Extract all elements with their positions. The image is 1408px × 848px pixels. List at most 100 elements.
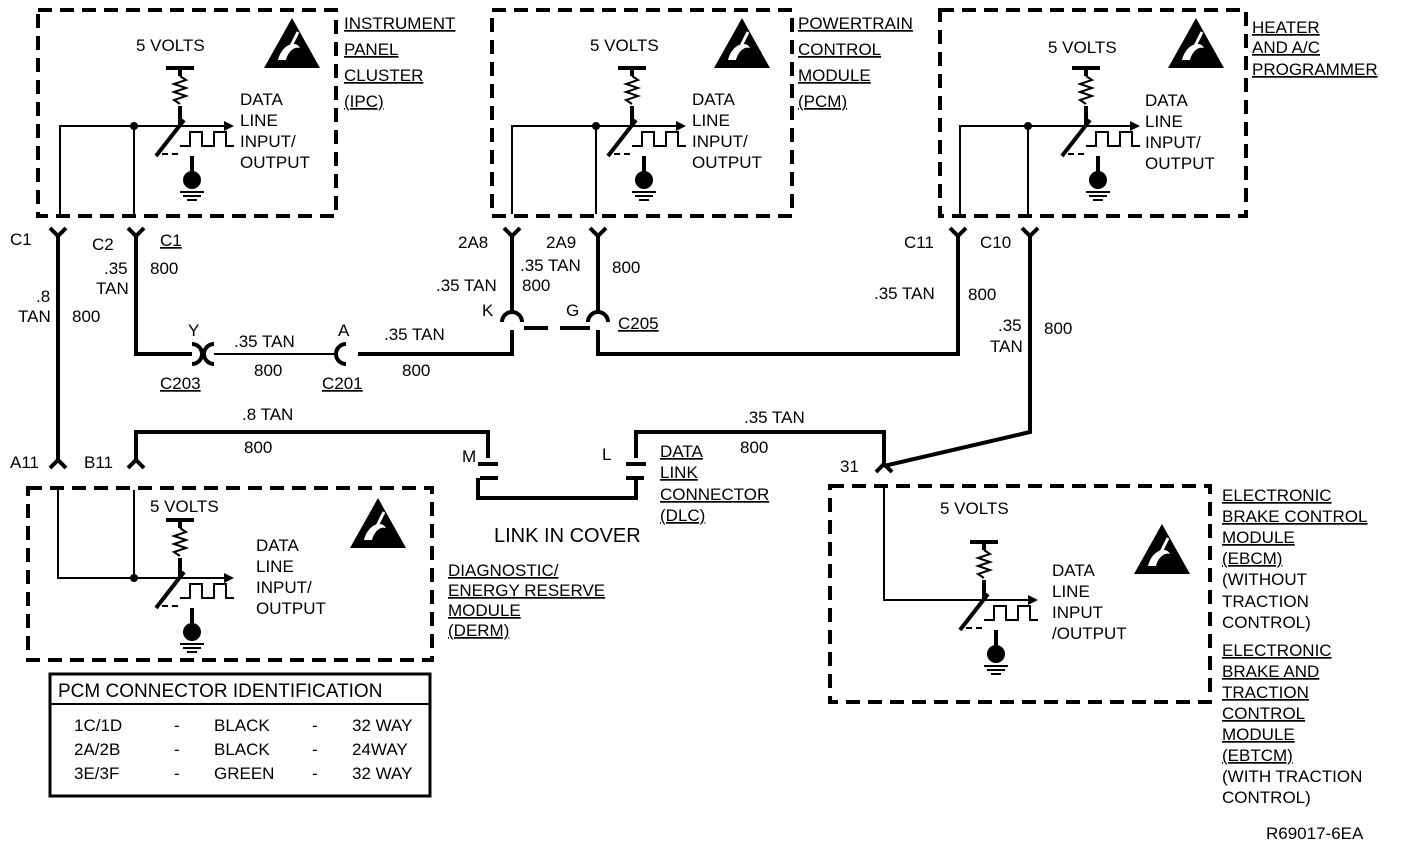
pin-label: K [482,301,494,320]
pin-label: C1 [10,230,32,249]
pcm-data-line-1: DATA [692,90,735,109]
wire-label: .35 [104,259,128,278]
table-cell: 24WAY [352,740,408,759]
wire-label: TAN [18,307,51,326]
dlc-label-4: (DLC) [660,506,705,525]
wire-label: .8 TAN [242,405,293,424]
derm-data-line-4: OUTPUT [256,599,326,618]
wire-label: TAN [96,279,129,298]
connector-c203-label: C203 [160,374,201,393]
derm-name-2: ENERGY RESERVE [448,581,605,600]
data-line-circuit-symbol [154,518,236,654]
connector-terminals [48,226,1040,480]
hvac-data-line-4: OUTPUT [1145,154,1215,173]
wire-label: .35 TAN [234,332,295,351]
table-cell: - [174,716,180,735]
esd-warning-icon [1166,16,1226,70]
wire-circuit: 800 [740,438,768,457]
pin-label: Y [188,321,199,340]
derm-data-line-3: INPUT/ [256,578,312,597]
pin-label: B11 [84,453,113,472]
table-title: PCM CONNECTOR IDENTIFICATION [58,681,382,702]
wire-circuit: 800 [244,438,272,457]
pcm-data-line-3: INPUT/ [692,132,748,151]
derm-module-box [26,486,434,662]
hvac-name-1: HEATER [1252,18,1320,37]
ebcm-name-7: CONTROL) [1222,613,1311,632]
wire-circuit: 800 [72,307,100,326]
derm-data-line-1: DATA [256,536,299,555]
ebcm-data-line-1: DATA [1052,561,1095,580]
ipc-name-2: PANEL [344,40,399,59]
table-cell: 32 WAY [352,716,412,735]
ebcm-data-line-3: INPUT [1052,603,1103,622]
pin-label: L [602,445,611,464]
pin-label: G [566,301,579,320]
pin-label: A [338,321,350,340]
dlc-label-2: LINK [660,463,698,482]
derm-name-4: (DERM) [448,621,509,640]
dlc-label-3: CONNECTOR [660,485,769,504]
connector-c201-label: C201 [322,374,363,393]
figure-id: R69017-6EA [1266,824,1364,843]
ebcm-name-14: (WITH TRACTION [1222,767,1362,786]
pin-label: M [462,447,476,466]
wire-label: .35 TAN [436,276,497,295]
ebcm-name-11: CONTROL [1222,704,1305,723]
ebcm-name-2: BRAKE CONTROL [1222,507,1367,526]
wire-circuit: 800 [968,285,996,304]
derm-data-line-2: LINE [256,557,294,576]
table-cell: - [312,716,318,735]
connector-c205-label: C205 [618,314,659,333]
table-cell: BLACK [214,740,270,759]
ipc-data-line-4: OUTPUT [240,153,310,172]
wire-label: .35 TAN [744,408,805,427]
ebcm-name-12: MODULE [1222,725,1295,744]
pin-label: A11 [10,453,39,472]
pin-label: 31 [840,457,859,476]
wire-label: .35 TAN [520,256,581,275]
pin-label: 2A8 [458,233,488,252]
esd-warning-icon [1132,522,1192,576]
table-cell: - [174,740,180,759]
hvac-name-2: AND A/C [1252,38,1320,57]
dlc-label-1: DATA [660,442,703,461]
ebcm-volts-label: 5 VOLTS [940,499,1009,518]
wire-circuit: 800 [522,276,550,295]
esd-warning-icon [262,16,322,70]
ipc-name-3: CLUSTER [344,66,423,85]
wire-circuit: 800 [254,361,282,380]
hvac-module-box [938,8,1248,218]
esd-warning-icon [712,16,772,70]
pcm-connector-table: PCM CONNECTOR IDENTIFICATION 1C/1D - BLA… [48,672,432,798]
ebcm-name-block: ELECTRONIC BRAKE CONTROL MODULE (EBCM) (… [1222,486,1367,807]
data-line-circuit-symbol [606,66,688,202]
pcm-name-4: (PCM) [798,92,847,111]
ipc-module-box [36,8,338,218]
hvac-data-line-3: INPUT/ [1145,133,1201,152]
pin-label: C2 [92,235,114,254]
wire-label: .35 TAN [874,284,935,303]
ebcm-name-5: (WITHOUT [1222,570,1307,589]
pin-label: 2A9 [546,233,576,252]
wire-circuit: 800 [402,361,430,380]
table-cell: GREEN [214,764,274,783]
pcm-data-line-2: LINE [692,111,730,130]
wire-label: .35 [998,316,1022,335]
table-cell: - [312,740,318,759]
ebcm-data-line-2: LINE [1052,582,1090,601]
ebcm-data-line-4: /OUTPUT [1052,624,1127,643]
pcm-module-box [490,8,794,218]
pin-label: C10 [980,233,1011,252]
hvac-data-line-1: DATA [1145,91,1188,110]
table-cell: 3E/3F [74,764,119,783]
table-cell: - [312,764,318,783]
derm-name-1: DIAGNOSTIC/ [448,561,559,580]
pcm-name-3: MODULE [798,66,871,85]
pcm-volts-label: 5 VOLTS [590,36,659,55]
data-line-circuit-symbol [958,540,1040,676]
wire-circuit: 800 [1044,319,1072,338]
ipc-data-line-1: DATA [240,90,283,109]
link-in-cover-label: LINK IN COVER [494,525,641,547]
